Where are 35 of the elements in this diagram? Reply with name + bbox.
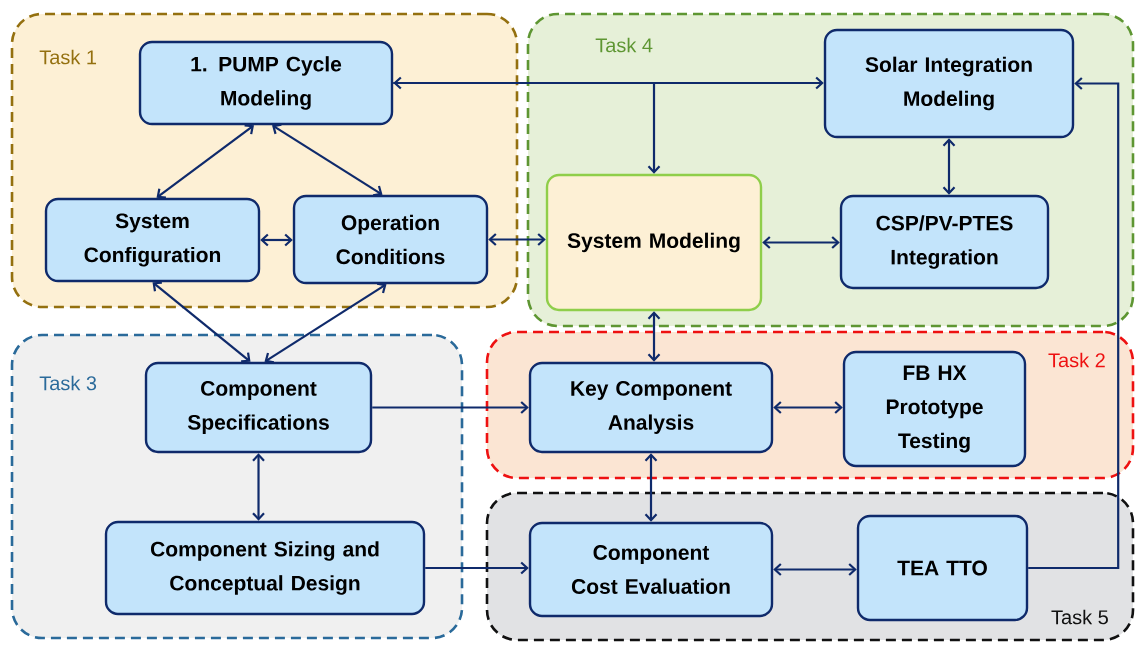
arrow [647, 311, 661, 362]
arrow [488, 233, 546, 246]
panel-heading: Task 1 [39, 49, 96, 65]
arrow [644, 453, 658, 522]
arrow [152, 281, 251, 363]
process-box: TEA TTO [856, 514, 1029, 622]
arrow [393, 76, 824, 90]
arrow [1028, 77, 1120, 570]
process-box: System Configuration [44, 197, 261, 283]
process-box: FB HX Prototype Testing [842, 350, 1027, 468]
arrow [393, 81, 661, 174]
arrow [372, 401, 529, 414]
process-box: Component Specifications [144, 361, 373, 454]
arrow [773, 563, 857, 576]
panel-heading: Task 3 [39, 375, 97, 391]
arrow [773, 401, 843, 414]
process-box: Solar Integration Modeling [823, 28, 1075, 139]
arrow [272, 123, 383, 197]
process-box: Component Sizing and Conceptual Design [104, 520, 426, 616]
arrow [156, 124, 254, 199]
panel-heading: Task 5 [1051, 609, 1108, 625]
arrow [260, 233, 293, 247]
arrow [264, 282, 387, 364]
process-box: 1. PUMP Cycle Modeling [138, 40, 394, 126]
process-box: Operation Conditions [292, 194, 489, 285]
arrow [425, 561, 529, 575]
panel-heading: Task 2 [1048, 352, 1105, 368]
process-box: System Modeling [545, 173, 763, 312]
process-box: Component Cost Evaluation [528, 521, 774, 618]
arrow [252, 453, 265, 521]
panel-heading: Task 4 [595, 37, 653, 53]
process-box: CSP/PV-PTES Integration [839, 194, 1050, 290]
arrow [762, 236, 840, 249]
process-box: Key Component Analysis [528, 361, 774, 454]
arrow [942, 138, 956, 195]
